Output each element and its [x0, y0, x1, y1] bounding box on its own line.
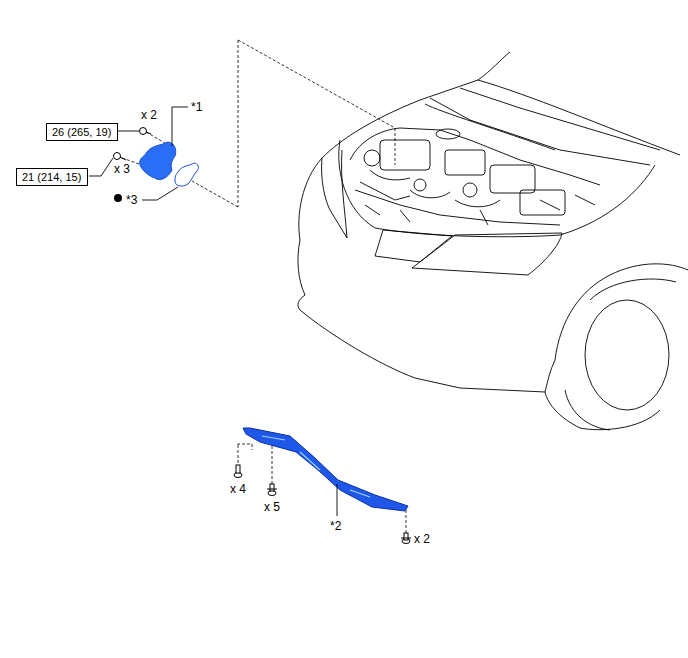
quantity-label: x 4: [229, 482, 247, 496]
quantity-label: x 2: [413, 532, 431, 546]
quantity-label: x 2: [140, 108, 158, 122]
callout-number: *1: [190, 100, 203, 114]
torque-box: 21 (214, 15): [16, 168, 88, 186]
quantity-label: x 5: [263, 500, 281, 514]
torque-box: 26 (265, 19): [46, 123, 118, 141]
callout-number: *2: [329, 519, 342, 533]
torque-value: 21 (214, 15): [22, 170, 82, 184]
quantity-label: x 3: [113, 162, 131, 176]
callout-number: *3: [125, 193, 138, 207]
torque-value: 26 (265, 19): [52, 125, 112, 139]
